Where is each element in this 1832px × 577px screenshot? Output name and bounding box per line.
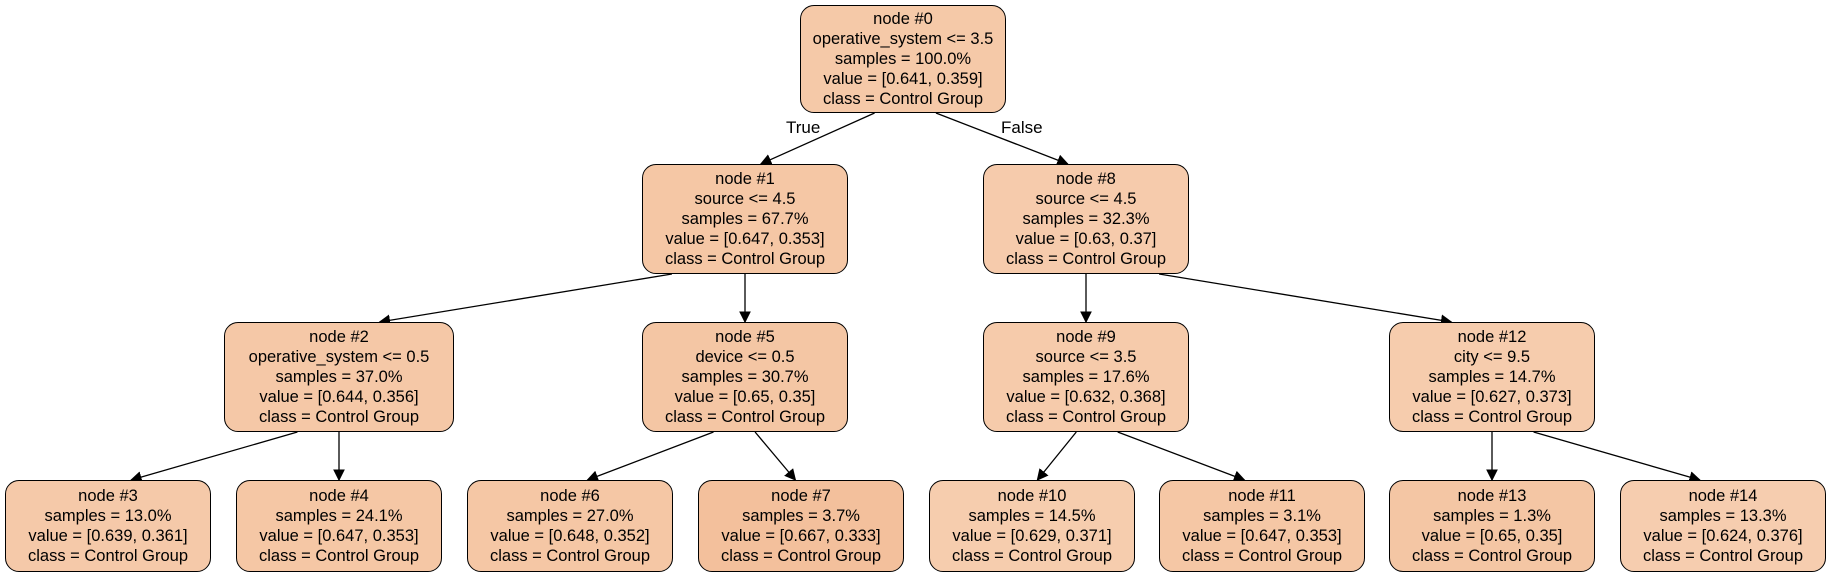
node-text-line: samples = 30.7%: [681, 368, 809, 386]
node-text-line: value = [0.63, 0.37]: [1015, 230, 1157, 248]
edge-label-true: True: [786, 118, 821, 137]
edge-n8-n12: [1158, 273, 1453, 327]
tree-node-6: node #6 samples = 27.0% value = [0.648, 0.…: [467, 480, 673, 572]
edge-n2-n3: [129, 431, 298, 483]
node-text-line: class = Control Group: [1642, 547, 1804, 565]
node-text-line: samples = 24.1%: [275, 507, 403, 525]
node-text-line: node #4: [309, 487, 369, 505]
node-text-line: samples = 13.0%: [44, 507, 172, 525]
node-text-line: value = [0.639, 0.361]: [28, 527, 188, 545]
tree-node-2: node #2 operative_system <= 0.5 samples = …: [224, 322, 454, 432]
node-text-line: node #0: [873, 10, 933, 28]
node-text-line: class = Control Group: [489, 547, 651, 565]
node-text-line: class = Control Group: [1181, 547, 1343, 565]
node-text-line: value = [0.65, 0.35]: [674, 388, 816, 406]
node-text-line: class = Control Group: [258, 408, 420, 426]
node-text-line: node #10: [997, 487, 1067, 505]
edge-n0-n1: [759, 112, 875, 166]
edge-n5-n7: [754, 431, 797, 481]
tree-node-12: node #12 city <= 9.5 samples = 14.7% value …: [1389, 322, 1595, 432]
node-text-line: node #9: [1056, 328, 1116, 346]
node-text-line: node #1: [715, 170, 775, 188]
tree-node-0: node #0 operative_system <= 3.5 samples = …: [800, 5, 1006, 113]
node-text-line: class = Control Group: [664, 408, 826, 426]
node-text-line: class = Control Group: [664, 250, 826, 268]
node-text-line: node #13: [1457, 487, 1527, 505]
node-text-line: value = [0.647, 0.353]: [259, 527, 419, 545]
node-text-line: source <= 4.5: [694, 190, 796, 208]
node-text-line: operative_system <= 3.5: [812, 30, 994, 48]
node-text-line: node #8: [1056, 170, 1116, 188]
node-text-line: samples = 14.5%: [968, 507, 1096, 525]
node-text-line: node #12: [1457, 328, 1527, 346]
node-text-line: device <= 0.5: [695, 348, 795, 366]
node-text-line: samples = 3.7%: [742, 507, 860, 525]
node-text-line: value = [0.627, 0.373]: [1412, 388, 1572, 406]
node-text-line: class = Control Group: [720, 547, 882, 565]
node-text-line: class = Control Group: [951, 547, 1113, 565]
tree-node-10: node #10 samples = 14.5% value = [0.629, 0…: [929, 480, 1135, 572]
edge-n5-n6: [586, 431, 714, 482]
node-text-line: value = [0.648, 0.352]: [490, 527, 650, 545]
node-text-line: samples = 32.3%: [1022, 210, 1150, 228]
node-text-line: node #5: [715, 328, 775, 346]
node-text-line: samples = 14.7%: [1428, 368, 1556, 386]
tree-node-13: node #13 samples = 1.3% value = [0.65, 0.3…: [1389, 480, 1595, 572]
node-text-line: class = Control Group: [1411, 408, 1573, 426]
node-text-line: node #14: [1688, 487, 1758, 505]
node-text-line: class = Control Group: [1411, 547, 1573, 565]
node-text-line: node #11: [1228, 487, 1296, 505]
node-text-line: node #6: [540, 487, 600, 505]
node-text-line: samples = 13.3%: [1659, 507, 1787, 525]
node-text-line: source <= 3.5: [1035, 348, 1137, 366]
node-text-line: value = [0.647, 0.353]: [1182, 527, 1342, 545]
edge-n12-n14: [1533, 431, 1702, 483]
node-text-line: samples = 27.0%: [506, 507, 634, 525]
tree-node-7: node #7 samples = 3.7% value = [0.667, 0.3…: [698, 480, 904, 572]
edge-n9-n10: [1036, 431, 1077, 481]
node-text-line: class = Control Group: [1005, 408, 1167, 426]
node-text-line: samples = 37.0%: [275, 368, 403, 386]
node-text-line: value = [0.629, 0.371]: [952, 527, 1112, 545]
node-text-line: class = Control Group: [822, 90, 984, 108]
tree-node-4: node #4 samples = 24.1% value = [0.647, 0.…: [236, 480, 442, 572]
tree-node-9: node #9 source <= 3.5 samples = 17.6% value…: [983, 322, 1189, 432]
edge-n0-n8: [935, 112, 1069, 166]
node-text-line: value = [0.624, 0.376]: [1643, 527, 1803, 545]
tree-node-1: node #1 source <= 4.5 samples = 67.7% value…: [642, 164, 848, 274]
edge-n9-n11: [1117, 431, 1246, 482]
node-text-line: samples = 3.1%: [1203, 507, 1321, 525]
tree-node-5: node #5 device <= 0.5 samples = 30.7% value…: [642, 322, 848, 432]
node-text-line: samples = 1.3%: [1433, 507, 1551, 525]
node-text-line: class = Control Group: [1005, 250, 1167, 268]
node-text-line: value = [0.641, 0.359]: [823, 70, 983, 88]
node-text-line: node #7: [771, 487, 831, 505]
node-text-line: class = Control Group: [27, 547, 189, 565]
tree-node-14: node #14 samples = 13.3% value = [0.624, 0…: [1620, 480, 1826, 572]
node-text-line: value = [0.644, 0.356]: [259, 388, 419, 406]
edge-label-false: False: [1001, 118, 1043, 137]
node-text-line: value = [0.65, 0.35]: [1421, 527, 1563, 545]
node-text-line: node #3: [78, 487, 138, 505]
node-text-line: samples = 100.0%: [834, 50, 972, 68]
node-text-line: samples = 67.7%: [681, 210, 809, 228]
node-text-line: class = Control Group: [258, 547, 420, 565]
node-text-line: node #2: [309, 328, 369, 346]
edge-n1-n2: [378, 273, 673, 327]
tree-node-11: node #11 samples = 3.1% value = [0.647, 0.…: [1159, 480, 1365, 572]
tree-node-3: node #3 samples = 13.0% value = [0.639, 0.…: [5, 480, 211, 572]
tree-node-8: node #8 source <= 4.5 samples = 32.3% value…: [983, 164, 1189, 274]
node-text-line: value = [0.632, 0.368]: [1006, 388, 1166, 406]
node-text-line: value = [0.647, 0.353]: [665, 230, 825, 248]
node-text-line: samples = 17.6%: [1022, 368, 1150, 386]
node-text-line: operative_system <= 0.5: [248, 348, 430, 366]
node-text-line: city <= 9.5: [1453, 348, 1531, 366]
node-text-line: source <= 4.5: [1035, 190, 1137, 208]
node-text-line: value = [0.667, 0.333]: [721, 527, 881, 545]
